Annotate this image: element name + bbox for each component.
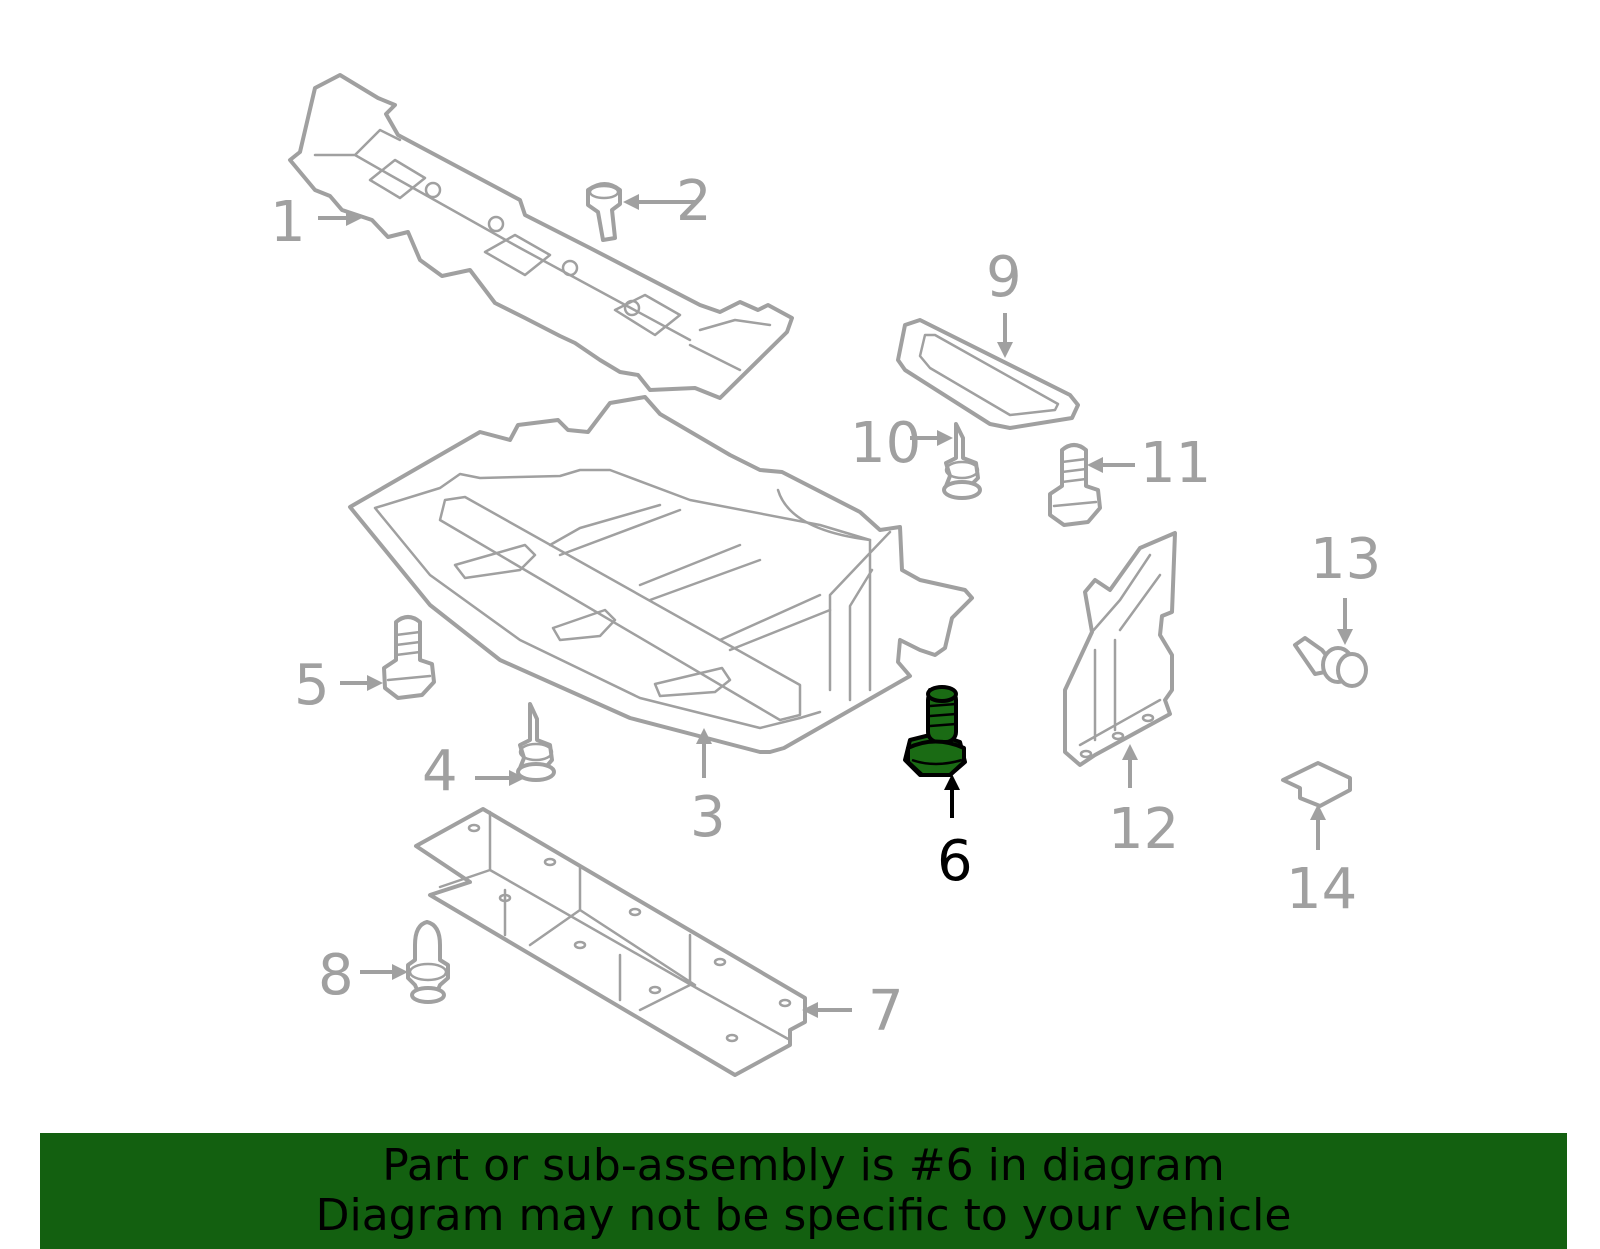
callout-labels: 1 2 3 4 5 6 7 8 9 10 11 12 13 14 [270,169,1381,1044]
part-13-clip-nut [1293,636,1368,688]
banner-line-2: Diagram may not be specific to your vehi… [315,1190,1292,1241]
banner-line-1: Part or sub-assembly is #6 in diagram [382,1140,1225,1191]
info-banner: Part or sub-assembly is #6 in diagram Di… [40,1133,1567,1249]
callout-14: 14 [1286,857,1357,922]
callout-2: 2 [676,169,712,234]
part-2-clip [586,182,622,242]
callout-arrow-6 [944,774,960,818]
part-3-under-cover [348,395,974,754]
callout-1: 1 [270,190,306,255]
callout-5: 5 [294,653,330,718]
callout-8: 8 [318,943,354,1008]
callout-12: 12 [1108,797,1179,862]
callout-6[interactable]: 6 [937,829,973,894]
callout-11: 11 [1140,431,1211,496]
part-7-lower-plate [414,807,807,1077]
part-9-seal-strip [896,318,1080,430]
callout-3: 3 [690,785,726,850]
callout-13: 13 [1310,527,1381,592]
part-1-upper-cover [288,73,794,400]
part-11-bolt [1048,443,1102,527]
part-14-clip [1281,761,1352,808]
part-4-push-pin [516,702,556,782]
callout-7: 7 [868,979,904,1044]
part-6-bolt-highlighted[interactable] [903,685,967,777]
callout-10: 10 [850,411,921,476]
part-5-bolt [382,615,436,700]
callout-4: 4 [422,739,458,804]
callout-9: 9 [986,245,1022,310]
part-12-side-deflector [1063,531,1177,767]
callout-arrows [318,194,1353,1018]
part-8-push-rivet [406,920,450,1004]
part-10-push-pin [942,422,982,500]
